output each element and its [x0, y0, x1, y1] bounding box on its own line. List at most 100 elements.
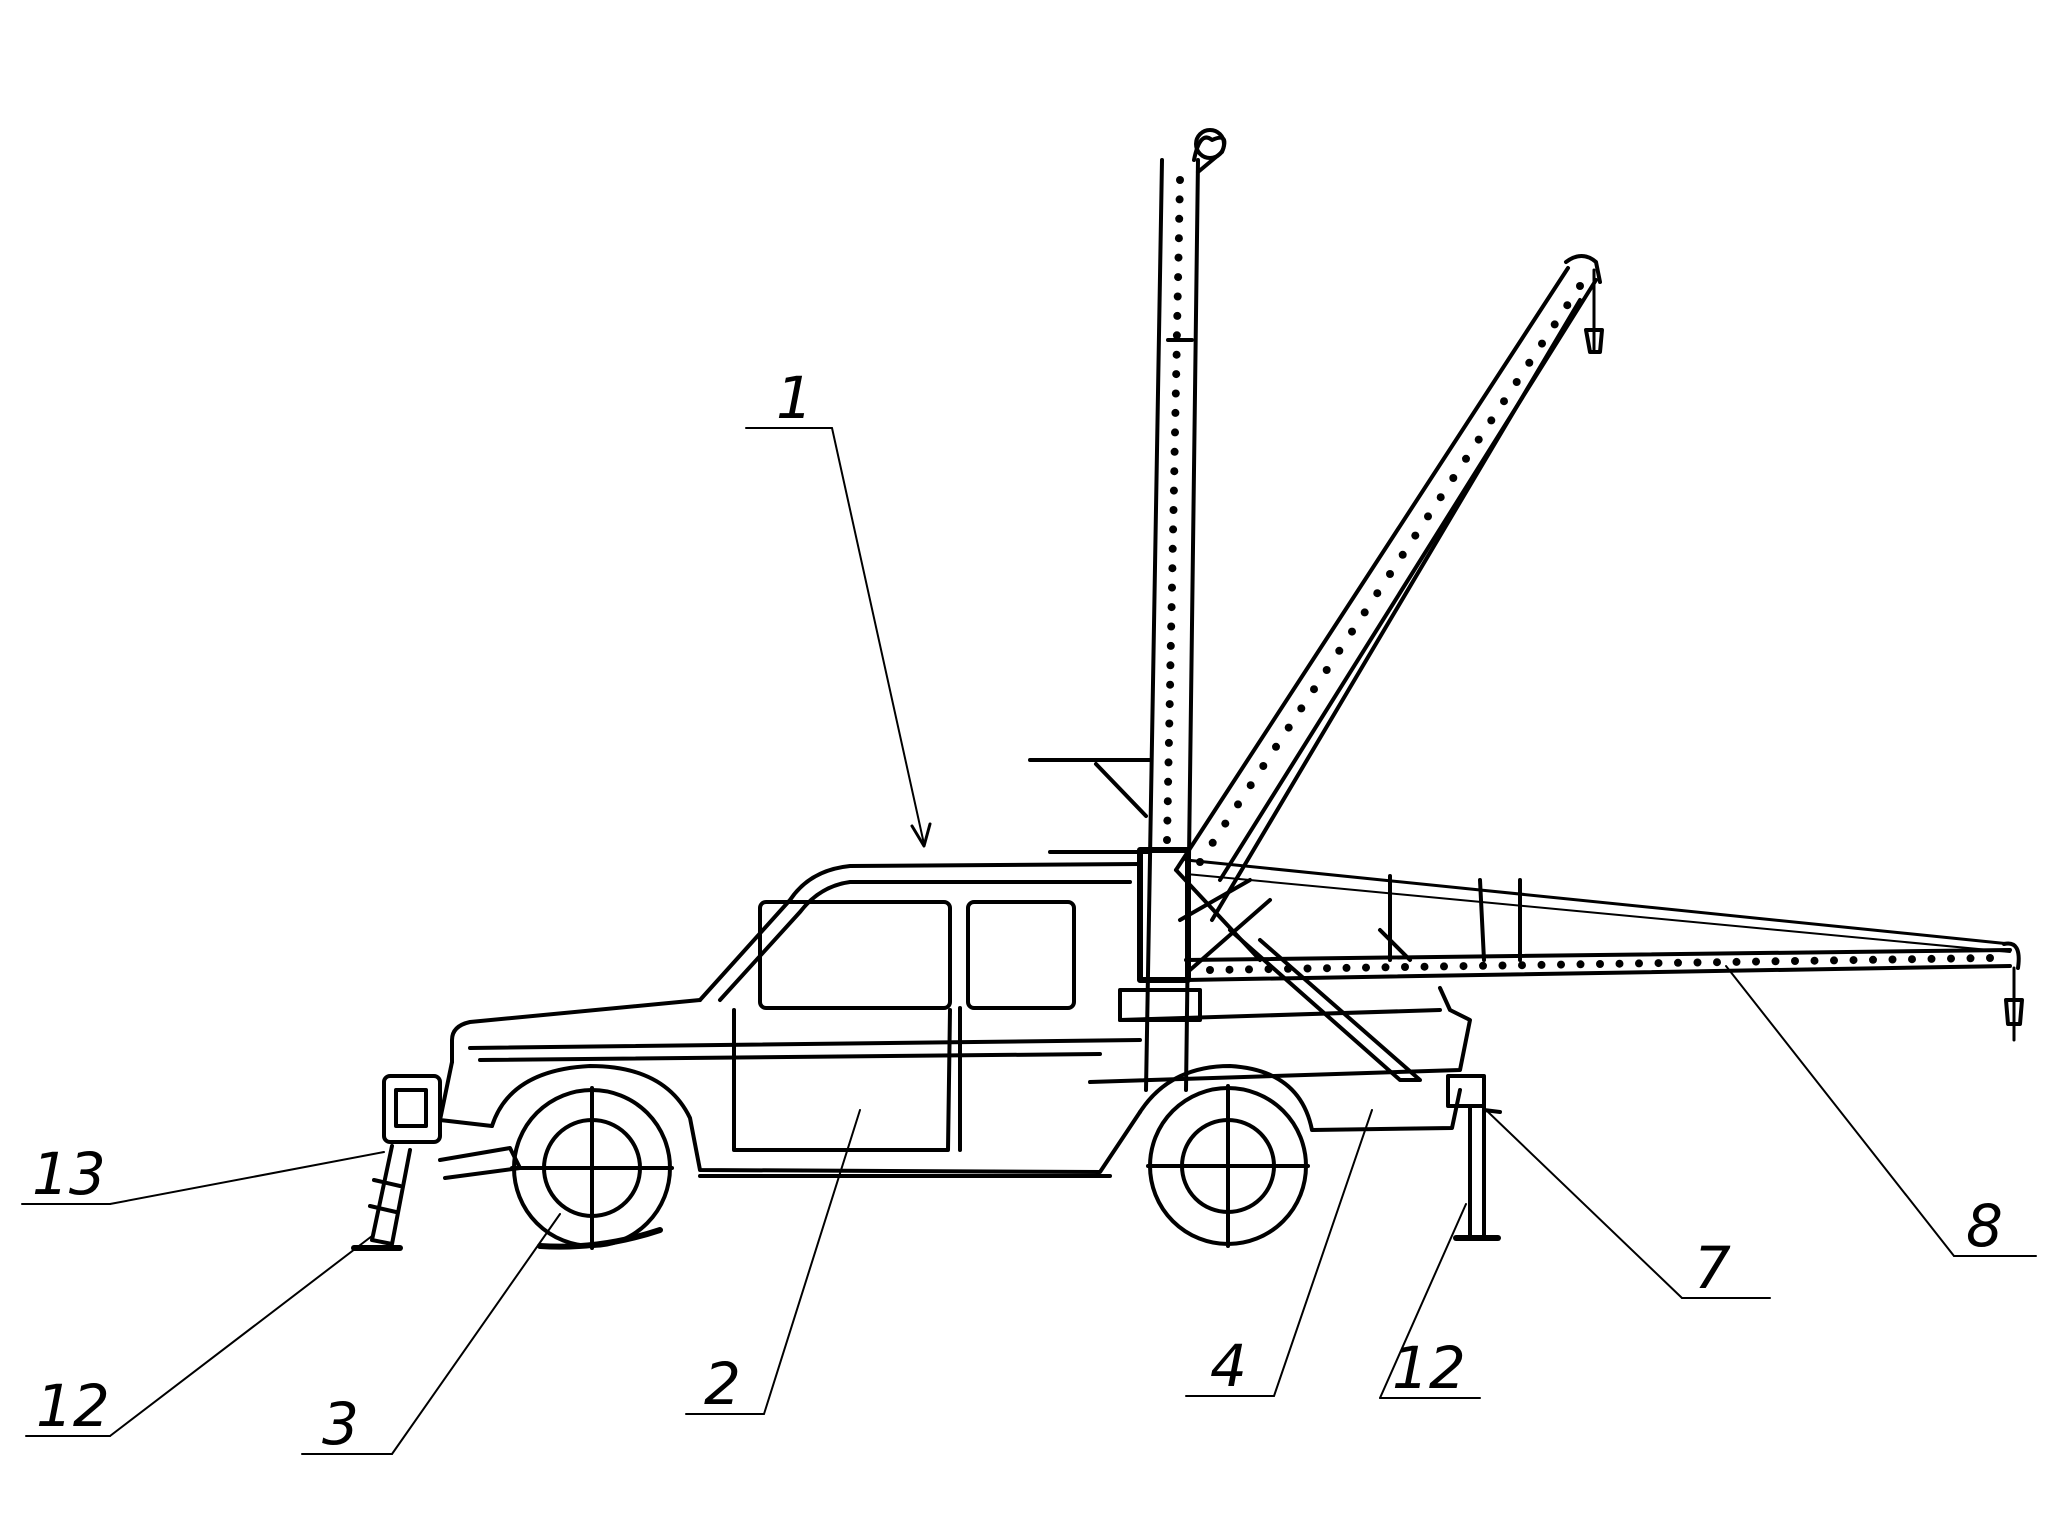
lattice-hole — [1966, 954, 1975, 963]
lattice-hole — [1424, 512, 1432, 521]
label-7: 7 — [1694, 1234, 1731, 1302]
lattice-hole — [1264, 965, 1273, 974]
lattice-hole — [1537, 960, 1546, 969]
lattice-hole — [1576, 960, 1585, 969]
lattice-hole — [1174, 234, 1183, 243]
lattice-hole — [1310, 685, 1318, 694]
lattice-hole — [1323, 964, 1331, 973]
lattice-hole — [1550, 320, 1559, 329]
lattice-hole — [1713, 958, 1721, 967]
lattice-hole — [1576, 282, 1584, 290]
mast-holes — [1163, 176, 1184, 844]
lattice-hole — [1674, 958, 1682, 967]
lattice-hole — [1411, 531, 1420, 540]
lattice-hole — [1440, 962, 1448, 971]
lattice-hole — [1176, 176, 1184, 184]
lattice-hole — [1420, 962, 1429, 971]
lattice-hole — [1259, 762, 1268, 770]
lattice-hole — [1284, 723, 1293, 732]
lattice-hole — [1791, 957, 1799, 965]
diagonal-boom-holes — [1196, 282, 1584, 866]
lattice-hole — [1303, 964, 1312, 973]
lattice-hole — [1171, 408, 1180, 417]
lattice-hole — [1164, 738, 1173, 747]
lattice-hole — [1169, 525, 1178, 534]
lattice-hole — [1518, 961, 1526, 970]
lattice-hole — [1175, 195, 1184, 204]
lattice-hole — [1436, 493, 1445, 502]
lattice-hole — [1172, 350, 1181, 359]
lattice-hole — [1869, 955, 1877, 964]
lattice-hole — [1498, 961, 1507, 970]
label-4: 4 — [1210, 1332, 1247, 1400]
lattice-hole — [1169, 486, 1178, 495]
lattice-hole — [1173, 311, 1182, 320]
lattice-hole — [1169, 506, 1178, 514]
rear-wheel — [1146, 1084, 1310, 1248]
lattice-hole — [1360, 608, 1369, 617]
lattice-hole — [1168, 583, 1176, 592]
lattice-hole — [1167, 603, 1176, 612]
lattice-hole — [1512, 378, 1521, 386]
lattice-hole — [1986, 954, 1994, 962]
lattice-hole — [1927, 954, 1936, 963]
lattice-hole — [1172, 331, 1181, 340]
vertical-mast — [1028, 128, 1227, 1092]
lattice-hole — [1693, 958, 1702, 967]
lattice-hole — [1752, 957, 1760, 966]
lattice-hole — [1401, 963, 1409, 971]
front-wheel — [510, 1086, 674, 1250]
lattice-hole — [1171, 428, 1179, 437]
lattice-hole — [1165, 700, 1174, 709]
label-1: 1 — [776, 364, 813, 432]
lattice-hole — [1462, 454, 1470, 463]
label-12-right: 12 — [1392, 1334, 1466, 1402]
lattice-hole — [1373, 589, 1382, 598]
lattice-hole — [1849, 956, 1858, 965]
lattice-hole — [1166, 641, 1175, 650]
lattice-hole — [1170, 467, 1179, 476]
lattice-hole — [1525, 358, 1534, 367]
lattice-hole — [1615, 959, 1624, 968]
lattice-hole — [1272, 742, 1280, 751]
lattice-hole — [1947, 954, 1955, 963]
label-13: 13 — [32, 1140, 106, 1208]
lattice-hole — [1171, 389, 1180, 398]
lattice-hole — [1208, 838, 1217, 847]
label-12-left: 12 — [36, 1372, 110, 1440]
front-outrigger — [351, 1074, 522, 1251]
lattice-hole — [1459, 962, 1468, 971]
lattice-hole — [1297, 704, 1306, 713]
part-labels: 1 2 3 4 7 8 12 12 13 — [32, 364, 2003, 1458]
lattice-hole — [1732, 957, 1741, 966]
lattice-hole — [1174, 273, 1183, 282]
lattice-hole — [1538, 339, 1546, 348]
lattice-hole — [1166, 680, 1175, 689]
lattice-hole — [1166, 661, 1175, 670]
lattice-hole — [1245, 965, 1253, 974]
lattice-hole — [1386, 570, 1394, 578]
diagonal-boom — [1174, 254, 1604, 972]
lattice-hole — [1487, 416, 1496, 425]
label-2: 2 — [704, 1350, 741, 1418]
lattice-hole — [1635, 959, 1643, 968]
lattice-hole — [1500, 397, 1508, 406]
lattice-hole — [1474, 435, 1483, 444]
lattice-hole — [1175, 214, 1184, 223]
lattice-hole — [1342, 963, 1351, 972]
lattice-hole — [1348, 627, 1356, 636]
lattice-hole — [1771, 957, 1780, 966]
lattice-hole — [1322, 666, 1331, 674]
lattice-hole — [1654, 959, 1663, 968]
lattice-hole — [1206, 966, 1214, 974]
lattice-hole — [1284, 964, 1292, 973]
lattice-hole — [1246, 781, 1255, 790]
horizontal-boom — [1184, 858, 2024, 1082]
horizontal-boom-holes — [1206, 954, 1994, 974]
lattice-hole — [1165, 719, 1174, 728]
lattice-hole — [1557, 960, 1565, 969]
lattice-hole — [1908, 955, 1916, 964]
lattice-hole — [1563, 301, 1572, 310]
lattice-hole — [1167, 622, 1176, 631]
